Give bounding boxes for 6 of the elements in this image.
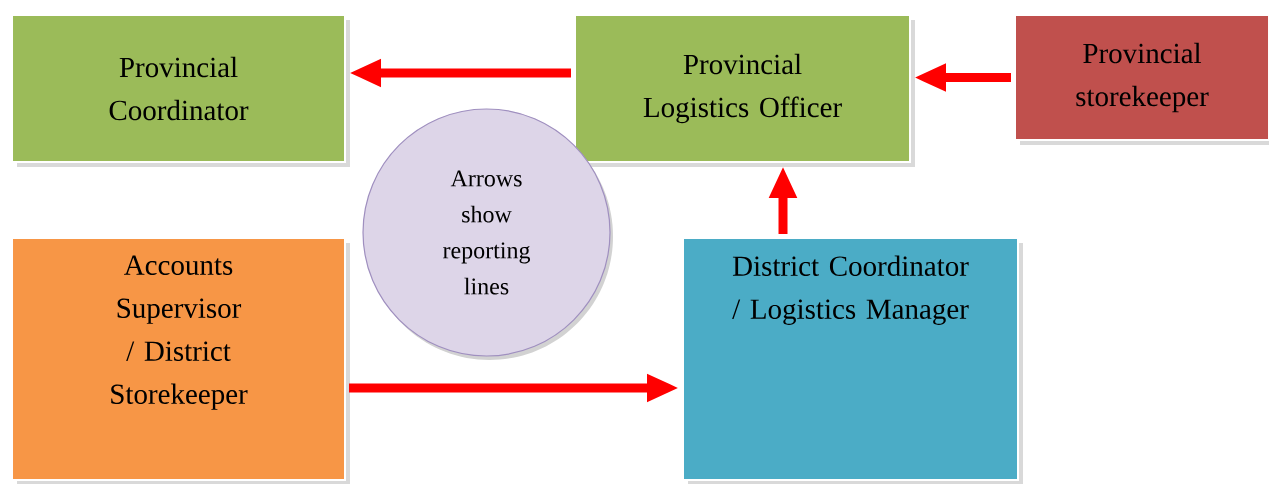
process-box: Provincial Coordinator [11, 14, 350, 167]
process-box: Provincial storekeeper [1014, 14, 1269, 145]
circle-note: Arrows show reporting lines [362, 108, 613, 360]
process-box: District Coordinator / Logistics Manager [682, 237, 1023, 484]
process-box: Accounts Supervisor / District Storekeeper [11, 237, 350, 484]
process-box: Provincial Logistics Officer [574, 14, 915, 167]
